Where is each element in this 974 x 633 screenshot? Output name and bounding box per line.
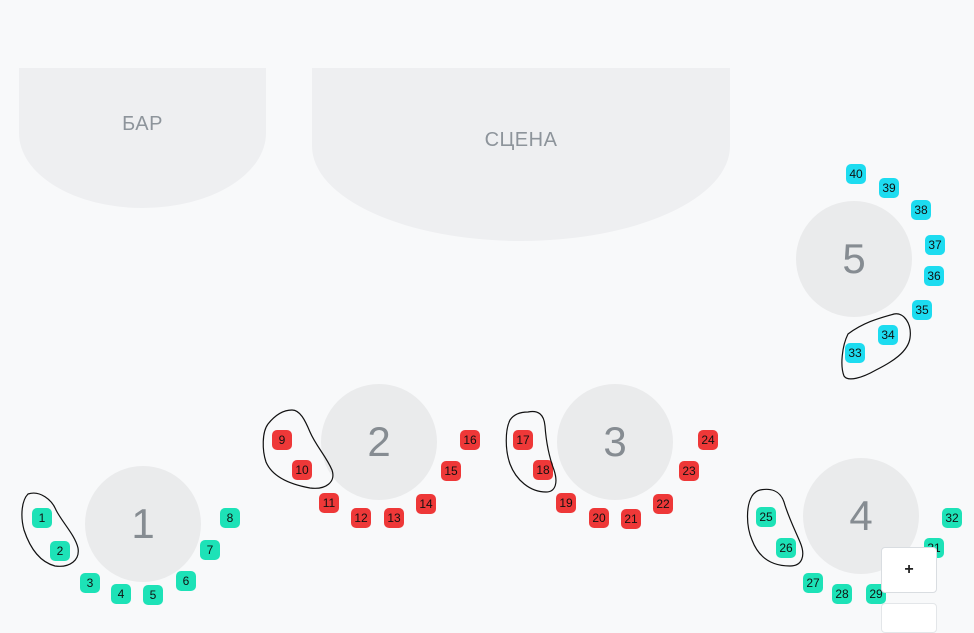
seat-2[interactable]: 2	[50, 541, 70, 561]
seat-35[interactable]: 35	[912, 300, 932, 320]
seat-1[interactable]: 1	[32, 508, 52, 528]
seat-12[interactable]: 12	[351, 508, 371, 528]
table-3: 3	[557, 384, 673, 500]
seat-36[interactable]: 36	[924, 266, 944, 286]
seat-16[interactable]: 16	[460, 430, 480, 450]
stage-label: СЦЕНА	[484, 129, 558, 151]
seat-23[interactable]: 23	[679, 461, 699, 481]
stage-area: СЦЕНА	[312, 68, 730, 241]
seat-39[interactable]: 39	[879, 178, 899, 198]
seat-33[interactable]: 33	[845, 343, 865, 363]
bar-label: БАР	[122, 112, 163, 135]
seat-19[interactable]: 19	[556, 493, 576, 513]
table-2: 2	[321, 384, 437, 500]
seat-25[interactable]: 25	[756, 507, 776, 527]
seat-24[interactable]: 24	[698, 430, 718, 450]
bar-area: БАР	[19, 68, 266, 208]
seat-11[interactable]: 11	[319, 493, 339, 513]
seat-22[interactable]: 22	[653, 494, 673, 514]
seat-17[interactable]: 17	[513, 430, 533, 450]
seat-14[interactable]: 14	[416, 494, 436, 514]
seat-7[interactable]: 7	[200, 540, 220, 560]
seat-21[interactable]: 21	[621, 509, 641, 529]
seat-5[interactable]: 5	[143, 585, 163, 605]
seat-15[interactable]: 15	[441, 461, 461, 481]
seat-27[interactable]: 27	[803, 573, 823, 593]
zoom-out-button[interactable]	[881, 603, 937, 633]
seat-13[interactable]: 13	[384, 508, 404, 528]
seat-40[interactable]: 40	[846, 164, 866, 184]
seat-10[interactable]: 10	[292, 460, 312, 480]
seat-4[interactable]: 4	[111, 584, 131, 604]
seat-9[interactable]: 9	[272, 430, 292, 450]
seat-18[interactable]: 18	[533, 460, 553, 480]
seat-28[interactable]: 28	[832, 584, 852, 604]
seat-38[interactable]: 38	[911, 200, 931, 220]
seat-26[interactable]: 26	[776, 538, 796, 558]
table-4: 4	[803, 458, 919, 574]
seat-8[interactable]: 8	[220, 508, 240, 528]
seat-20[interactable]: 20	[589, 508, 609, 528]
seat-34[interactable]: 34	[878, 325, 898, 345]
seat-32[interactable]: 32	[942, 508, 962, 528]
seat-3[interactable]: 3	[80, 573, 100, 593]
table-5: 5	[796, 201, 912, 317]
zoom-in-button[interactable]: +	[881, 547, 937, 593]
seat-6[interactable]: 6	[176, 571, 196, 591]
seat-37[interactable]: 37	[925, 235, 945, 255]
table-1: 1	[85, 466, 201, 582]
